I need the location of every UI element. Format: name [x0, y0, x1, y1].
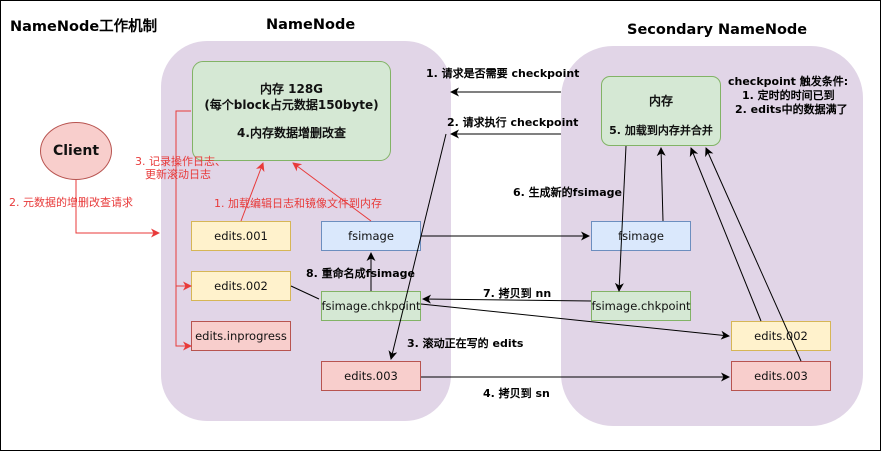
client-request-label: 2. 元数据的增删改查请求: [9, 196, 133, 209]
nn-edits-003-label: edits.003: [344, 369, 398, 383]
step8-label: 8. 重命名成fsimage: [306, 267, 415, 280]
nn-fsimage-chkpoint: fsimage.chkpoint: [321, 291, 421, 321]
snn-fsimage-chkpoint: fsimage.chkpoint: [591, 291, 691, 321]
memory-capacity: 内存 128G: [259, 82, 324, 96]
nn-edits-inprogress: edits.inprogress: [191, 321, 291, 351]
memory-note: (每个block占元数据150byte): [204, 98, 379, 112]
step7-label: 7. 拷贝到 nn: [483, 287, 552, 300]
snn-fsimage-label: fsimage: [618, 229, 664, 243]
secondary-namenode-title: Secondary NameNode: [627, 22, 808, 38]
step6-label: 6. 生成新的fsimage: [513, 186, 622, 199]
client-node: Client: [40, 122, 112, 180]
nn-fsimage-label: fsimage: [348, 229, 394, 243]
step1-label: 1. 请求是否需要 checkpoint: [426, 67, 580, 80]
log-label-line2: 更新滚动日志: [145, 168, 211, 181]
snn-memory-label: 内存: [648, 94, 673, 108]
step3-label: 3. 滚动正在写的 edits: [407, 337, 524, 350]
snn-edits-003: edits.003: [731, 361, 831, 391]
namenode-title: NameNode: [266, 17, 356, 33]
step2-label: 2. 请求执行 checkpoint: [447, 116, 579, 129]
nn-edits-001-label: edits.001: [214, 229, 268, 243]
snn-edits-003-label: edits.003: [754, 369, 808, 383]
nn-fsimage: fsimage: [321, 221, 421, 251]
snn-fsimage-chkpoint-label: fsimage.chkpoint: [591, 299, 691, 313]
snn-memory-box: 内存 5. 加载到内存并合并: [601, 76, 721, 146]
nn-edits-inprogress-label: edits.inprogress: [195, 329, 287, 343]
load-files-label: 1. 加载编辑日志和镜像文件到内存: [214, 197, 382, 210]
snn-edits-002: edits.002: [731, 321, 831, 351]
memory-crud-step: 4.内存数据增删改查: [237, 126, 346, 140]
snn-fsimage: fsimage: [591, 221, 691, 251]
snn-load-merge-step: 5. 加载到内存并合并: [609, 124, 713, 137]
nn-edits-001: edits.001: [191, 221, 291, 251]
trigger-condition-time: 1. 定时的时间已到: [742, 89, 835, 102]
namenode-memory-box: 内存 128G (每个block占元数据150byte) 4.内存数据增删改查: [192, 61, 391, 161]
client-label: Client: [52, 143, 100, 159]
trigger-condition-edits-full: 2. edits中的数据满了: [735, 103, 848, 116]
nn-fsimage-chkpoint-label: fsimage.chkpoint: [321, 299, 421, 313]
nn-edits-002: edits.002: [191, 271, 291, 301]
diagram-title: NameNode工作机制: [10, 19, 158, 35]
nn-edits-003: edits.003: [321, 361, 421, 391]
checkpoint-trigger-title: checkpoint 触发条件:: [728, 75, 849, 88]
snn-edits-002-label: edits.002: [754, 329, 808, 343]
step4-label: 4. 拷贝到 sn: [483, 387, 550, 400]
nn-edits-002-label: edits.002: [214, 279, 268, 293]
